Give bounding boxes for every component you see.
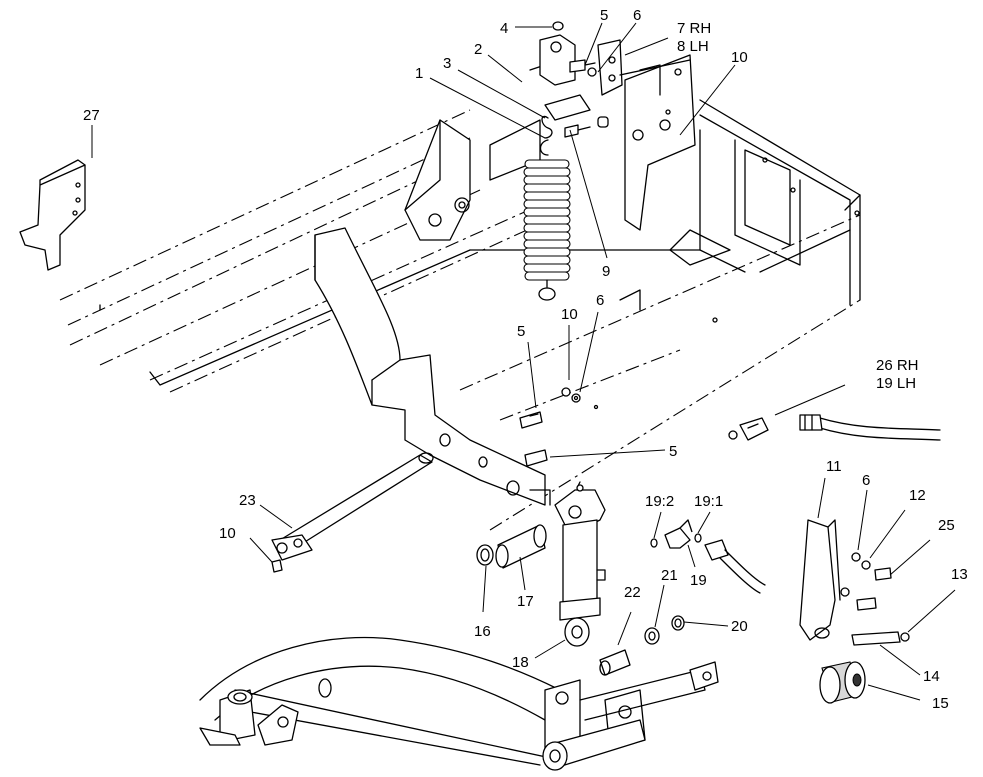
callout-5: 5 [600,7,608,24]
center-fasteners [519,387,599,467]
callout-3: 3 [443,55,451,72]
callout-5: 5 [669,443,677,460]
callout-22: 22 [624,584,641,601]
callout-2: 2 [474,41,482,58]
callout-10: 10 [561,306,578,323]
callout-19-2: 19:2 [645,493,674,510]
callout-21: 21 [661,567,678,584]
callout-20: 20 [731,618,748,635]
callout-10: 10 [731,49,748,66]
hydraulic-hose-upper [728,414,941,441]
callout-15: 15 [932,695,949,712]
callout-5: 5 [517,323,525,340]
callout-7-rh: 7 RH [677,20,711,37]
callout-19: 19 [690,572,707,589]
main-frame [59,59,861,531]
callout-19-lh: 19 LH [876,375,916,392]
callout-12: 12 [909,487,926,504]
callout-19-1: 19:1 [694,493,723,510]
callout-27: 27 [83,107,100,124]
callout-23: 23 [239,492,256,509]
callout-4: 4 [500,20,508,37]
bracket-11 [799,519,910,646]
roller-15 [819,661,866,704]
callout-6: 6 [596,292,604,309]
hydraulic-cylinder [554,481,606,647]
pivot-shaft-23 [271,452,434,573]
callout-17: 17 [517,593,534,610]
callout-6: 6 [633,7,641,24]
leader-lines [91,22,956,701]
callout-26-rh: 26 RH [876,357,919,374]
callout-8-lh: 8 LH [677,38,709,55]
pivot-bracket [404,119,541,241]
callout-1: 1 [415,65,423,82]
part-27-bracket [19,159,86,271]
callout-13: 13 [951,566,968,583]
bushing-16-17 [476,524,547,569]
callout-10: 10 [219,525,236,542]
callout-25: 25 [938,517,955,534]
callout-16: 16 [474,623,491,640]
callout-labels: 1 3 2 4 5 6 7 RH 8 LH 10 9 27 5 10 6 5 2… [83,7,968,712]
lower-a-frame [199,636,719,771]
parts-20-21-22 [599,615,685,676]
lift-arm [314,227,551,506]
extension-spring [523,115,571,301]
callout-6: 6 [862,472,870,489]
spring-bracket [539,21,696,231]
fittings-19 [650,519,766,594]
callout-18: 18 [512,654,529,671]
callout-11: 11 [826,458,842,475]
callout-9: 9 [602,263,610,280]
callout-14: 14 [923,668,940,685]
